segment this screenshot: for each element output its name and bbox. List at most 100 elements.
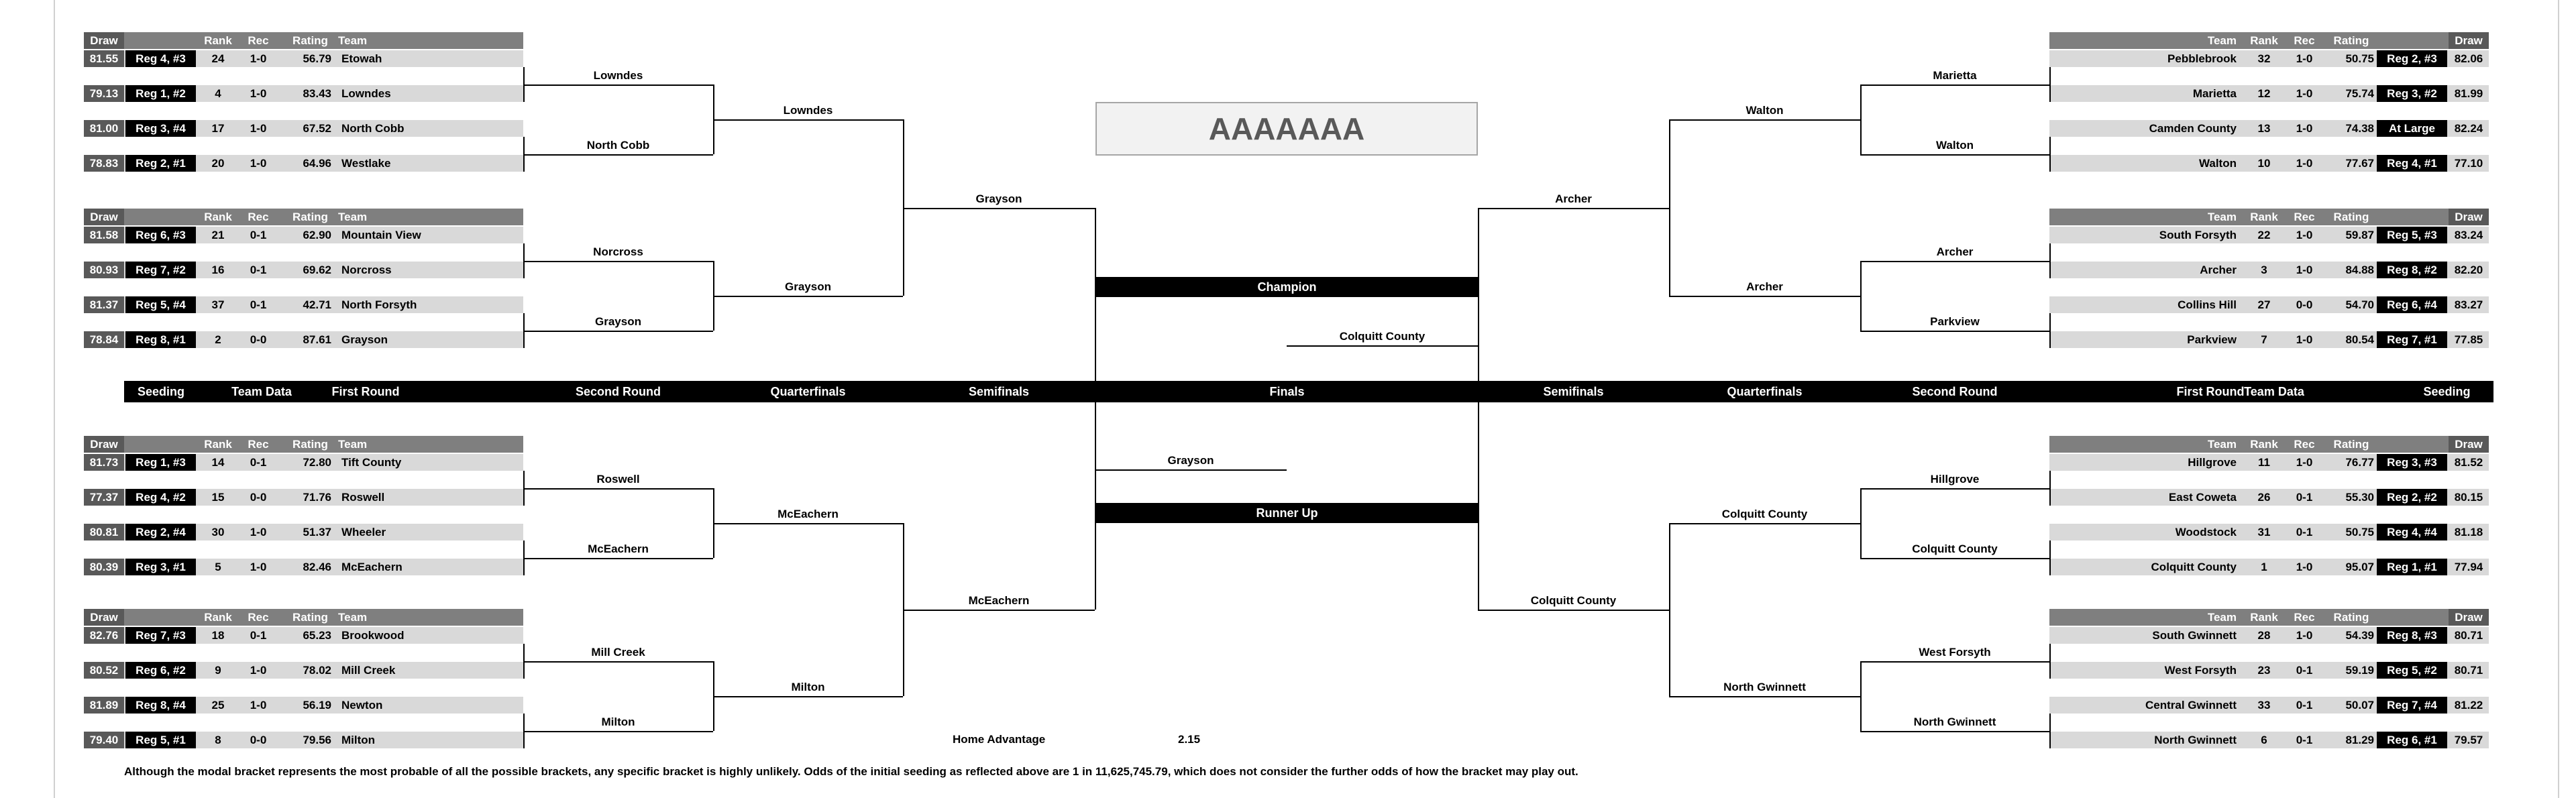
cell-seed: Reg 2, #2 [2377, 489, 2447, 506]
cell-seed: Reg 6, #3 [125, 227, 196, 243]
cell-rank: 13 [2257, 122, 2271, 135]
header-draw: Draw [84, 209, 124, 225]
round-label: Quarterfinals [1727, 385, 1803, 398]
cell-rec: 0-1 [2296, 491, 2313, 504]
cell-rank: 18 [211, 629, 225, 642]
bracket-line [523, 84, 713, 86]
cell-rating: 59.87 [2345, 229, 2374, 241]
cell-seed: Reg 5, #3 [2377, 227, 2447, 243]
round-label: Team Data [2244, 385, 2304, 398]
cell-rating: 50.75 [2345, 526, 2374, 538]
header-rating: Rating [292, 34, 328, 47]
cell-rating: 67.52 [303, 122, 331, 135]
cell-seed: At Large [2377, 120, 2447, 137]
second-round-team: Walton [1935, 139, 1974, 152]
bracket-line [1669, 119, 1860, 121]
cell-team: Wheeler [341, 526, 386, 538]
cell-team: Hillgrove [2188, 456, 2237, 469]
header-rating: Rating [292, 438, 328, 451]
header-team: Team [2207, 211, 2237, 223]
runner-up-line [1095, 469, 1287, 471]
second-round-team: Roswell [596, 473, 640, 486]
cell-rec: 1-0 [2296, 52, 2313, 65]
cell-rank: 5 [215, 561, 221, 573]
cell-rating: 54.39 [2345, 629, 2374, 642]
quarterfinal-team: Grayson [785, 280, 831, 293]
cell-rank: 20 [211, 157, 225, 170]
cell-rating: 56.19 [303, 699, 331, 711]
cell-rank: 7 [2261, 333, 2267, 346]
header-rating: Rating [2333, 438, 2369, 451]
cell-seed: Reg 1, #2 [125, 85, 196, 102]
footnote: Although the modal bracket represents th… [124, 765, 1578, 778]
cell-draw: 80.52 [84, 662, 124, 679]
cell-team: West Forsyth [2164, 664, 2237, 677]
second-round-team: Marietta [1933, 69, 1977, 82]
round-label-strip [124, 381, 2493, 402]
cell-team: North Cobb [341, 122, 405, 135]
cell-seed: Reg 2, #3 [2377, 50, 2447, 67]
round-label: Quarterfinals [770, 385, 846, 398]
final-connector-right [1478, 208, 1479, 610]
cell-rank: 12 [2257, 87, 2271, 100]
cell-rating: 95.07 [2345, 561, 2374, 573]
cell-rec: 0-1 [250, 456, 267, 469]
round-label: First Round [2176, 385, 2245, 398]
second-round-team: Archer [1936, 245, 1974, 258]
cell-seed: Reg 4, #1 [2377, 155, 2447, 172]
cell-draw: 82.24 [2454, 122, 2483, 135]
round-label: Second Round [1912, 385, 1998, 398]
cell-seed: Reg 3, #4 [125, 120, 196, 137]
quarterfinal-team: McEachern [777, 508, 839, 520]
cell-draw: 78.83 [84, 155, 124, 172]
bracket-line [2049, 137, 2051, 172]
cell-rec: 0-1 [2296, 699, 2313, 711]
cell-draw: 79.40 [84, 732, 124, 748]
cell-team: Milton [341, 734, 376, 746]
header-draw: Draw [2449, 436, 2489, 453]
cell-team: Collins Hill [2178, 298, 2237, 311]
cell-team: Lowndes [341, 87, 391, 100]
round-label: First Round [331, 385, 400, 398]
cell-rating: 83.43 [303, 87, 331, 100]
bracket-line [1669, 523, 1670, 696]
header-rating: Rating [292, 211, 328, 223]
cell-rec: 1-0 [2296, 333, 2313, 346]
cell-team: Walton [2198, 157, 2237, 170]
cell-rec: 0-0 [2296, 298, 2313, 311]
second-round-team: McEachern [588, 543, 649, 555]
cell-team: Archer [2200, 264, 2237, 276]
cell-seed: Reg 7, #1 [2377, 331, 2447, 348]
cell-team: Grayson [341, 333, 388, 346]
header-rec: Rec [2294, 34, 2315, 47]
header-team: Team [338, 611, 368, 624]
cell-rating: 76.77 [2345, 456, 2374, 469]
cell-team: North Gwinnett [2154, 734, 2237, 746]
final-connector-left [1095, 208, 1096, 610]
cell-draw: 79.57 [2454, 734, 2483, 746]
cell-rating: 56.79 [303, 52, 331, 65]
bracket-line [2049, 243, 2051, 278]
header-rec: Rec [248, 438, 269, 451]
cell-draw: 82.06 [2454, 52, 2483, 65]
round-label: Seeding [2423, 385, 2471, 398]
bracket-line [523, 731, 713, 732]
cell-rec: 1-0 [2296, 229, 2313, 241]
cell-seed: Reg 7, #4 [2377, 697, 2447, 714]
cell-rank: 26 [2257, 491, 2271, 504]
header-rank: Rank [2250, 211, 2278, 223]
cell-seed: Reg 6, #4 [2377, 296, 2447, 313]
